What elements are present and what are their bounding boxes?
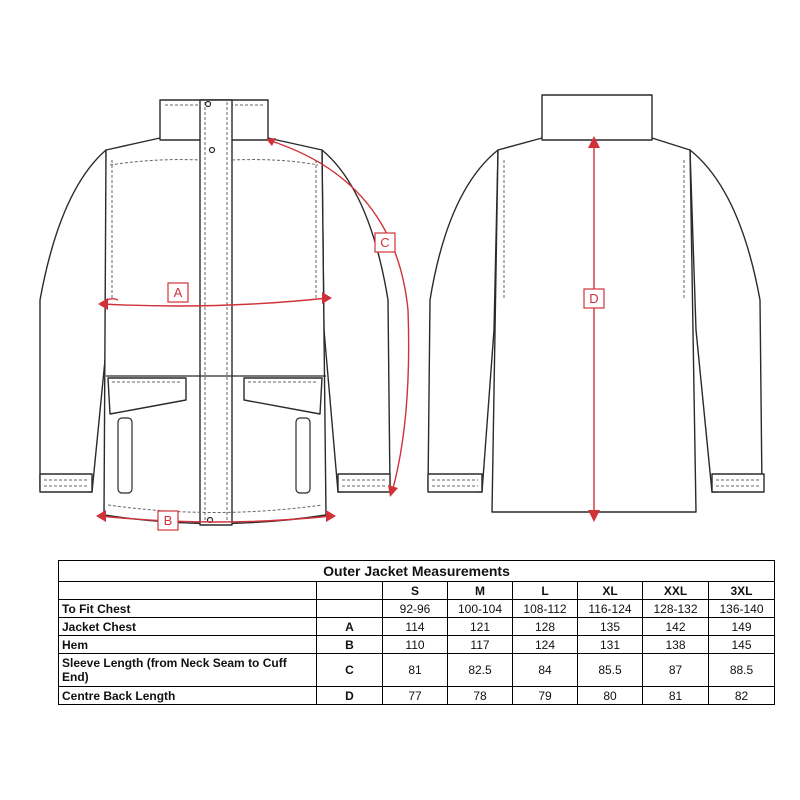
front-left-pocket-opening (117, 417, 133, 494)
row-code: A (316, 617, 383, 636)
cell: 77 (382, 686, 448, 705)
jacket-diagram: A B C D (39, 94, 765, 531)
cell: 124 (512, 635, 578, 654)
cell: 128 (512, 617, 578, 636)
back-right-cuff (711, 473, 765, 493)
measure-a-chest (98, 292, 332, 310)
size-header: S (382, 581, 448, 600)
cell: 145 (707, 635, 776, 654)
header-blank (58, 581, 317, 600)
cell: 100-104 (447, 599, 513, 618)
front-left-sleeve (39, 149, 109, 493)
size-header: 3XL (707, 581, 776, 600)
cell: 138 (642, 635, 709, 654)
cell: 82 (707, 686, 776, 705)
cell: 88.5 (707, 653, 776, 687)
front-right-pocket-flap (243, 377, 323, 415)
row-code: D (316, 686, 383, 705)
callout-d: D (589, 291, 598, 306)
measure-d-back (588, 136, 600, 522)
row-code: C (316, 653, 383, 687)
table-row: To Fit Chest 92-96 100-104 108-112 116-1… (58, 599, 776, 618)
callout-box-d (583, 288, 605, 309)
cell: 79 (512, 686, 578, 705)
cell: 85.5 (577, 653, 643, 687)
back-collar (541, 94, 653, 141)
measurement-table: Outer Jacket Measurements S M L XL XXL 3… (57, 560, 776, 705)
measure-b-hem (96, 510, 336, 523)
front-left-pocket-flap (107, 377, 187, 415)
cell: 117 (447, 635, 513, 654)
size-header: L (512, 581, 578, 600)
cell: 80 (577, 686, 643, 705)
row-label: To Fit Chest (58, 599, 317, 618)
cell: 92-96 (382, 599, 448, 618)
size-header: XL (577, 581, 643, 600)
table-title: Outer Jacket Measurements (57, 560, 776, 582)
cell: 81 (382, 653, 448, 687)
cell: 135 (577, 617, 643, 636)
cell: 149 (707, 617, 776, 636)
callout-box-c (374, 232, 396, 253)
callout-a: A (174, 285, 183, 300)
cell: 131 (577, 635, 643, 654)
front-right-sleeve (321, 149, 391, 493)
table-row: Hem B 110 117 124 131 138 145 (58, 635, 776, 654)
cell: 116-124 (577, 599, 643, 618)
row-code: B (316, 635, 383, 654)
back-right-sleeve (689, 149, 763, 493)
back-left-cuff (427, 473, 483, 493)
callout-box-a (167, 282, 189, 303)
cell: 84 (512, 653, 578, 687)
row-label: Jacket Chest (58, 617, 317, 636)
cell: 128-132 (642, 599, 709, 618)
table-row: Jacket Chest A 114 121 128 135 142 149 (58, 617, 776, 636)
front-right-pocket-opening (295, 417, 311, 494)
back-left-sleeve (427, 149, 499, 493)
jacket-front-view (39, 99, 391, 526)
snap-button (204, 100, 212, 108)
row-label: Sleeve Length (from Neck Seam to Cuff En… (58, 653, 317, 687)
callout-box-b (157, 510, 179, 531)
cell: 108-112 (512, 599, 578, 618)
cell: 82.5 (447, 653, 513, 687)
cell: 110 (382, 635, 448, 654)
cell: 142 (642, 617, 709, 636)
table-row: Sleeve Length (from Neck Seam to Cuff En… (58, 653, 776, 687)
size-header: M (447, 581, 513, 600)
header-blank (316, 581, 383, 600)
size-header: XXL (642, 581, 709, 600)
row-label: Hem (58, 635, 317, 654)
front-right-cuff (337, 473, 391, 493)
snap-button (208, 146, 216, 154)
measure-c-sleeve (266, 138, 410, 497)
cell: 121 (447, 617, 513, 636)
cell: 87 (642, 653, 709, 687)
cell: 81 (642, 686, 709, 705)
front-left-cuff (39, 473, 93, 493)
row-label: Centre Back Length (58, 686, 317, 705)
row-code (316, 599, 383, 618)
table-row: Centre Back Length D 77 78 79 80 81 82 (58, 686, 776, 705)
callout-b: B (164, 513, 173, 528)
callout-c: C (380, 235, 389, 250)
measurement-table-container: Outer Jacket Measurements S M L XL XXL 3… (57, 560, 776, 705)
cell: 78 (447, 686, 513, 705)
cell: 136-140 (707, 599, 776, 618)
size-header-row: S M L XL XXL 3XL (58, 581, 776, 600)
cell: 114 (382, 617, 448, 636)
